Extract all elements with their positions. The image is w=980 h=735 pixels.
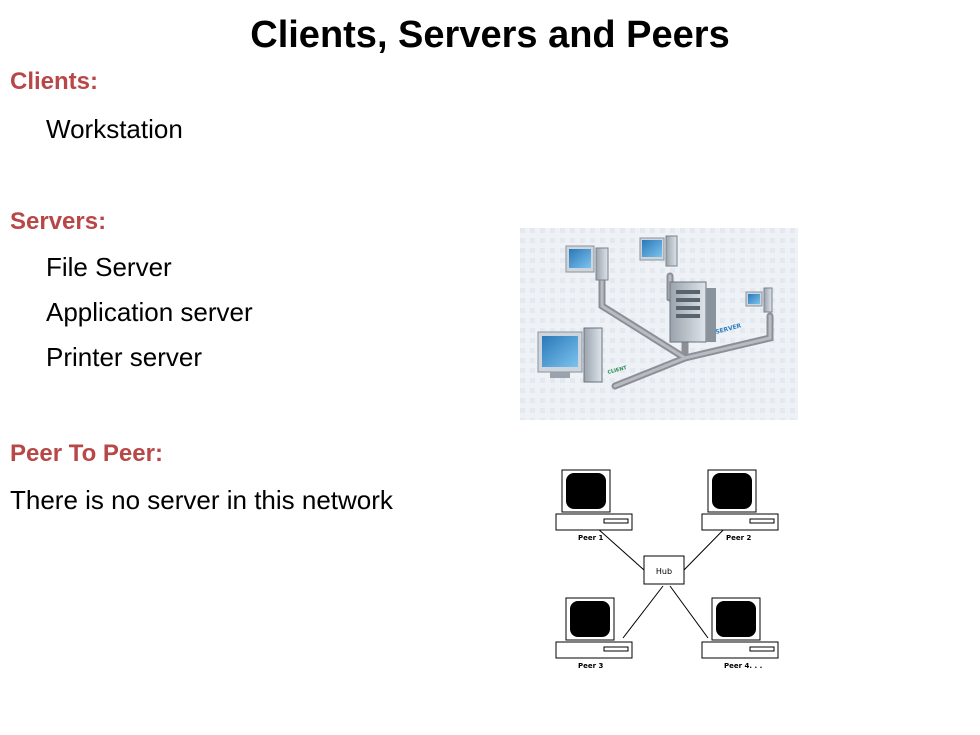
hub-label: Hub — [656, 567, 672, 576]
peer-label: Peer 1 — [578, 534, 604, 542]
peer-computer-icon — [555, 597, 633, 659]
server-item: Printer server — [46, 342, 203, 372]
client-computer-icon — [565, 245, 609, 281]
server-icon — [669, 281, 716, 343]
peer-label: Peer 4. . . — [724, 662, 762, 670]
server-item: File Server — [46, 252, 172, 282]
clients-heading: Clients: — [10, 68, 99, 95]
client-server-network-image: SERVER CLIENT — [520, 228, 798, 420]
client-item: Workstation — [46, 114, 183, 144]
peer-label: Peer 2 — [726, 534, 752, 542]
peer-computer-icon — [555, 469, 633, 531]
slide-title: Clients, Servers and Peers — [250, 14, 730, 56]
client-computer-icon — [745, 287, 773, 313]
peer-heading: Peer To Peer: — [10, 440, 163, 467]
peer-description: There is no server in this network — [10, 485, 393, 515]
servers-heading: Servers: — [10, 208, 107, 235]
client-computer-icon — [639, 235, 678, 267]
peer-label: Peer 3 — [578, 662, 604, 670]
peer-to-peer-diagram: Hub Peer 1 Peer 2 Peer 3 Peer 4. . . — [548, 458, 786, 680]
client-computer-icon — [537, 327, 603, 383]
peer-computer-icon — [701, 597, 779, 659]
peer-computer-icon — [701, 469, 779, 531]
server-item: Application server — [46, 297, 253, 327]
hub-box — [643, 555, 685, 585]
client-label: CLIENT — [607, 365, 628, 376]
